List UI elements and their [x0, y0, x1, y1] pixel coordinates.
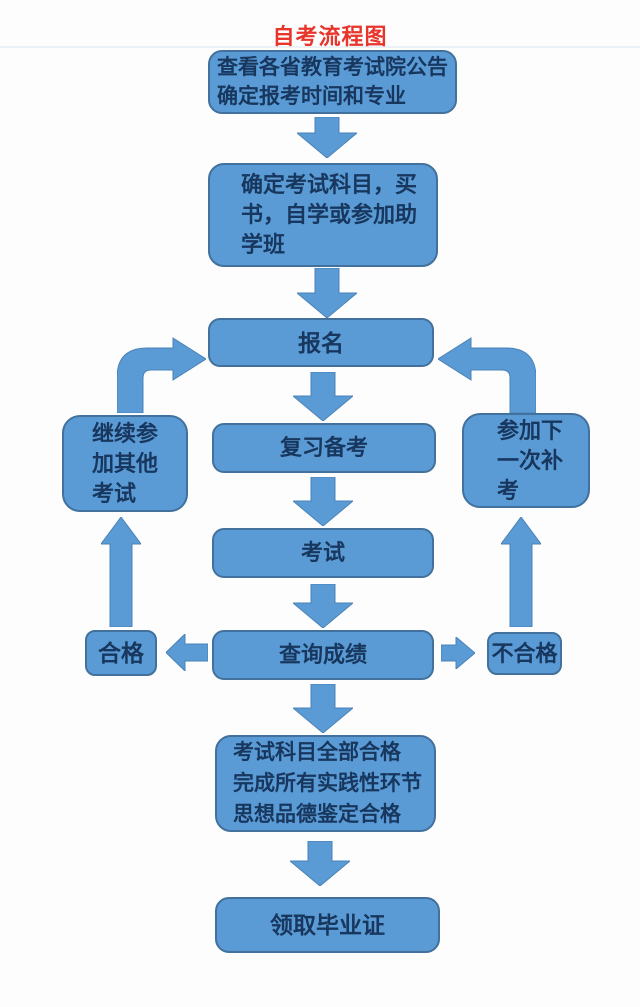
node-all-passed-label: 考试科目全部合格 完成所有实践性环节 思想品德鉴定合格 [233, 741, 422, 826]
node-retake-label: 参加下 一次补 考 [497, 417, 564, 503]
node-exam-label: 考试 [300, 540, 345, 565]
arrow-exam-to-check-results-icon [293, 584, 353, 628]
arrow-register-to-review-icon [293, 372, 353, 421]
node-continue-other: 继续参 加其他 考试 [62, 415, 188, 512]
node-check-results: 查询成绩 [212, 630, 434, 680]
node-diploma-label: 领取毕业证 [270, 912, 385, 938]
node-review: 复习备考 [212, 423, 436, 473]
node-pass-label: 合格 [98, 640, 144, 666]
arrow-check-results-to-fail-icon [441, 637, 475, 669]
arrow-retake-to-register-icon [438, 333, 536, 413]
node-register: 报名 [208, 318, 434, 367]
arrow-check-results-to-pass-icon [166, 634, 208, 671]
arrow-determine-subjects-to-register-icon [297, 268, 357, 318]
node-all-passed: 考试科目全部合格 完成所有实践性环节 思想品德鉴定合格 [215, 735, 436, 832]
node-retake: 参加下 一次补 考 [462, 413, 590, 508]
node-register-label: 报名 [298, 329, 344, 356]
node-check-results-label: 查询成绩 [278, 642, 367, 667]
node-determine-subjects-label: 确定考试科目，买 书，自学或参加助 学班 [241, 172, 418, 257]
arrow-check-announcement-to-determine-subjects-icon [297, 117, 357, 158]
arrow-continue-other-to-register-icon [117, 333, 206, 413]
node-exam: 考试 [212, 528, 434, 578]
node-review-label: 复习备考 [279, 435, 368, 460]
node-pass: 合格 [85, 630, 157, 676]
page-title: 自考流程图 [272, 24, 388, 49]
arrow-all-passed-to-diploma-icon [290, 841, 350, 886]
arrow-fail-to-retake-icon [501, 517, 541, 627]
node-diploma: 领取毕业证 [215, 897, 440, 953]
node-fail-label: 不合格 [491, 640, 558, 666]
arrow-review-to-exam-icon [293, 477, 353, 526]
divider-line [0, 46, 640, 48]
node-continue-other-label: 继续参 加其他 考试 [92, 420, 159, 506]
arrow-pass-to-continue-other-icon [101, 517, 141, 627]
arrow-check-results-to-all-passed-icon [293, 684, 353, 733]
node-check-announcement: 查看各省教育考试院公告 确定报考时间和专业 [208, 50, 457, 114]
node-fail: 不合格 [487, 632, 562, 675]
node-check-announcement-label: 查看各省教育考试院公告 确定报考时间和专业 [217, 56, 448, 108]
node-determine-subjects: 确定考试科目，买 书，自学或参加助 学班 [208, 163, 438, 267]
